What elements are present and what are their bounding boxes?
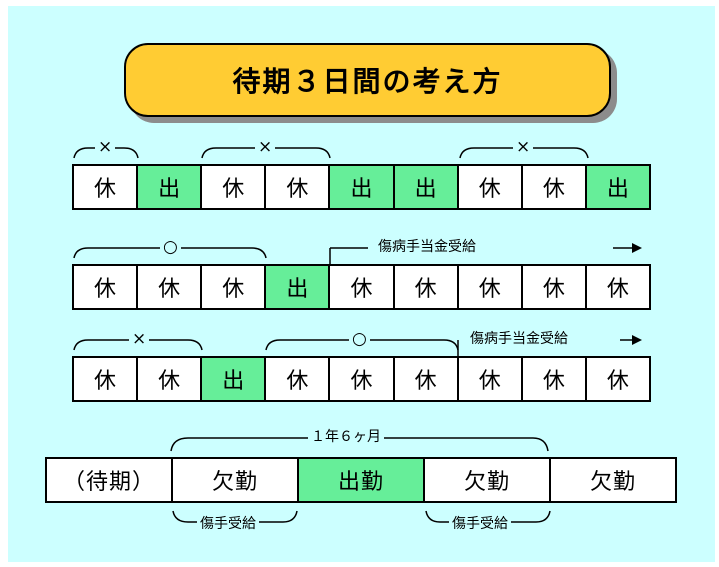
day-cell: 休 <box>394 266 459 310</box>
day-cell: 休 <box>74 358 139 402</box>
day-cell-work: 出 <box>202 358 267 402</box>
bracket-lines <box>73 147 642 523</box>
period-label: １年６ヶ月 <box>308 429 384 445</box>
day-cell-work: 出 <box>394 166 459 210</box>
day-cell-work: 出 <box>138 166 203 210</box>
arrow-head-row2 <box>632 243 642 253</box>
day-row-2: 休 休 休 出 休 休 休 休 休 <box>72 264 651 310</box>
day-row-1: 休 出 休 休 出 出 休 休 出 <box>72 164 651 210</box>
day-cell: 休 <box>330 266 395 310</box>
day-cell: 休 <box>202 266 267 310</box>
day-cell: 休 <box>138 358 203 402</box>
mark-circle-1: ○ <box>160 238 181 256</box>
mark-x-3: × <box>513 138 534 156</box>
day-cell: 休 <box>202 166 267 210</box>
day-cell: 休 <box>74 166 139 210</box>
day-cell: 休 <box>522 266 587 310</box>
day-cell: 休 <box>458 166 523 210</box>
day-row-3: 休 休 出 休 休 休 休 休 休 <box>72 356 651 402</box>
period-cell-absence: 欠勤 <box>173 459 299 503</box>
title-banner: 待期３日間の考え方 <box>124 43 611 117</box>
period-cell-absence: 欠勤 <box>551 459 677 503</box>
day-cell-work: 出 <box>266 266 331 310</box>
day-cell: 休 <box>266 166 331 210</box>
day-cell: 休 <box>138 266 203 310</box>
day-cell: 休 <box>394 358 459 402</box>
period-cell-work: 出勤 <box>299 459 425 503</box>
day-cell: 休 <box>458 358 523 402</box>
day-cell: 休 <box>586 266 651 310</box>
diagram-canvas: 待期３日間の考え方 休 出 休 休 出 出 休 休 出 休 休 休 出 休 休 … <box>8 6 715 562</box>
mark-circle-2: ○ <box>349 330 370 348</box>
period-row: （待期） 欠勤 出勤 欠勤 欠勤 <box>45 457 677 503</box>
arrow-head-row3 <box>632 335 642 345</box>
mark-x-2: × <box>255 138 276 156</box>
period-cell-absence: 欠勤 <box>425 459 551 503</box>
mark-x-4: × <box>129 330 150 348</box>
day-cell: 休 <box>74 266 139 310</box>
benefit-label-row2: 傷病手当金受給 <box>375 239 479 255</box>
day-cell-work: 出 <box>586 166 651 210</box>
sub-label-2: 傷手受給 <box>449 516 511 532</box>
period-cell-waiting: （待期） <box>47 459 173 503</box>
day-cell: 休 <box>266 358 331 402</box>
day-cell: 休 <box>330 358 395 402</box>
day-cell: 休 <box>522 358 587 402</box>
mark-x-1: × <box>95 138 116 156</box>
day-cell-work: 出 <box>330 166 395 210</box>
title-text: 待期３日間の考え方 <box>232 65 503 98</box>
day-cell: 休 <box>586 358 651 402</box>
sub-label-1: 傷手受給 <box>197 516 259 532</box>
day-cell: 休 <box>458 266 523 310</box>
benefit-label-row3: 傷病手当金受給 <box>467 331 571 347</box>
day-cell: 休 <box>522 166 587 210</box>
